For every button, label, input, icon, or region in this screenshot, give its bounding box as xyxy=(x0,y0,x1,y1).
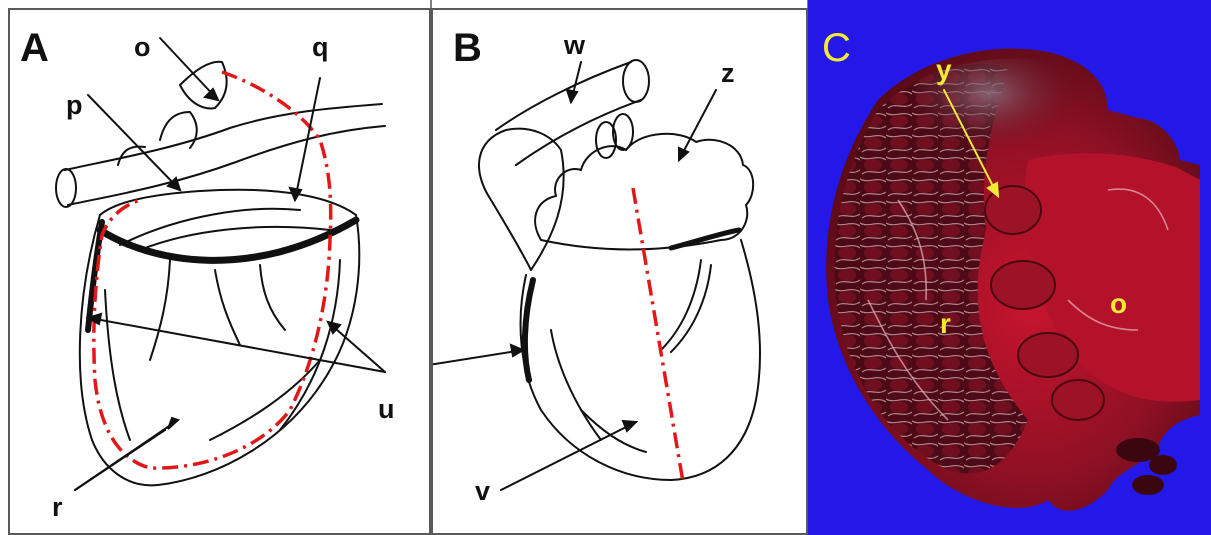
arrow-r-2 xyxy=(75,430,165,490)
arrow-q-head xyxy=(290,188,301,200)
valve-cusp-4 xyxy=(1052,380,1104,420)
panel-letter-c: C xyxy=(822,28,851,68)
coronary-branch-3 xyxy=(260,265,285,330)
arrow-q xyxy=(295,78,320,200)
clot-3 xyxy=(1132,475,1164,495)
vessel-line-2 xyxy=(671,265,711,352)
inner-contour-2 xyxy=(280,260,340,430)
heart-drawing-a xyxy=(0,0,431,535)
label-p: p xyxy=(66,92,83,119)
arrow-r-1-head xyxy=(168,418,178,429)
label-w: w xyxy=(564,32,585,59)
top-vessel-2 xyxy=(160,112,197,148)
label-r: r xyxy=(52,494,63,521)
arrow-w-head xyxy=(567,90,577,102)
heart-drawing-b xyxy=(431,0,808,535)
panel-b-drawing: B w z v xyxy=(431,0,808,535)
label-u: u xyxy=(378,396,395,423)
label-v: v xyxy=(475,478,490,505)
panel-c-photo: C y r o xyxy=(808,0,1211,535)
ventricle-outline xyxy=(521,240,760,480)
left-thick-vessel-b xyxy=(525,280,533,380)
atrioventricular-groove xyxy=(100,220,356,260)
heart-specimen-photo xyxy=(808,0,1211,535)
vessel-line-1 xyxy=(661,260,701,350)
valve-cusp-3 xyxy=(1018,333,1078,377)
arrow-o xyxy=(160,38,218,100)
panel-a-drawing: A o p q r u xyxy=(0,0,431,535)
panel-letter-b: B xyxy=(453,28,482,68)
coronary-branch-2 xyxy=(215,270,240,345)
outer-heart-outline xyxy=(80,215,359,485)
arrow-o-head xyxy=(205,89,218,100)
arrow-u-right xyxy=(431,350,523,372)
red-dashdot-line-b xyxy=(633,188,683,482)
label-y: y xyxy=(936,56,952,84)
aorta-opening xyxy=(56,169,76,207)
arrow-z-head xyxy=(679,148,688,160)
vessel-w-opening xyxy=(623,60,649,102)
vessel-w xyxy=(496,62,631,130)
arrow-v-head xyxy=(623,421,636,431)
panel-letter-a: A xyxy=(20,28,49,68)
label-r-photo: r xyxy=(940,310,951,338)
inner-contour-1 xyxy=(105,290,130,440)
aorta-tube-lower xyxy=(68,126,385,205)
valve-cusp-2 xyxy=(991,261,1055,309)
label-q: q xyxy=(312,34,329,61)
vessel-w-lower xyxy=(516,100,641,165)
label-o-photo: o xyxy=(1110,290,1127,318)
aorta-tube xyxy=(65,104,382,170)
left-lobe-outline xyxy=(479,129,564,270)
inner-contour-3 xyxy=(210,360,320,440)
vessel-line-3 xyxy=(551,330,601,440)
clot-2 xyxy=(1149,455,1177,475)
arrow-v xyxy=(501,422,636,490)
label-o: o xyxy=(134,34,151,61)
label-z: z xyxy=(721,60,735,87)
arrow-u-left xyxy=(90,318,385,372)
coronary-branch-1 xyxy=(150,260,170,360)
arrow-p xyxy=(88,95,180,190)
